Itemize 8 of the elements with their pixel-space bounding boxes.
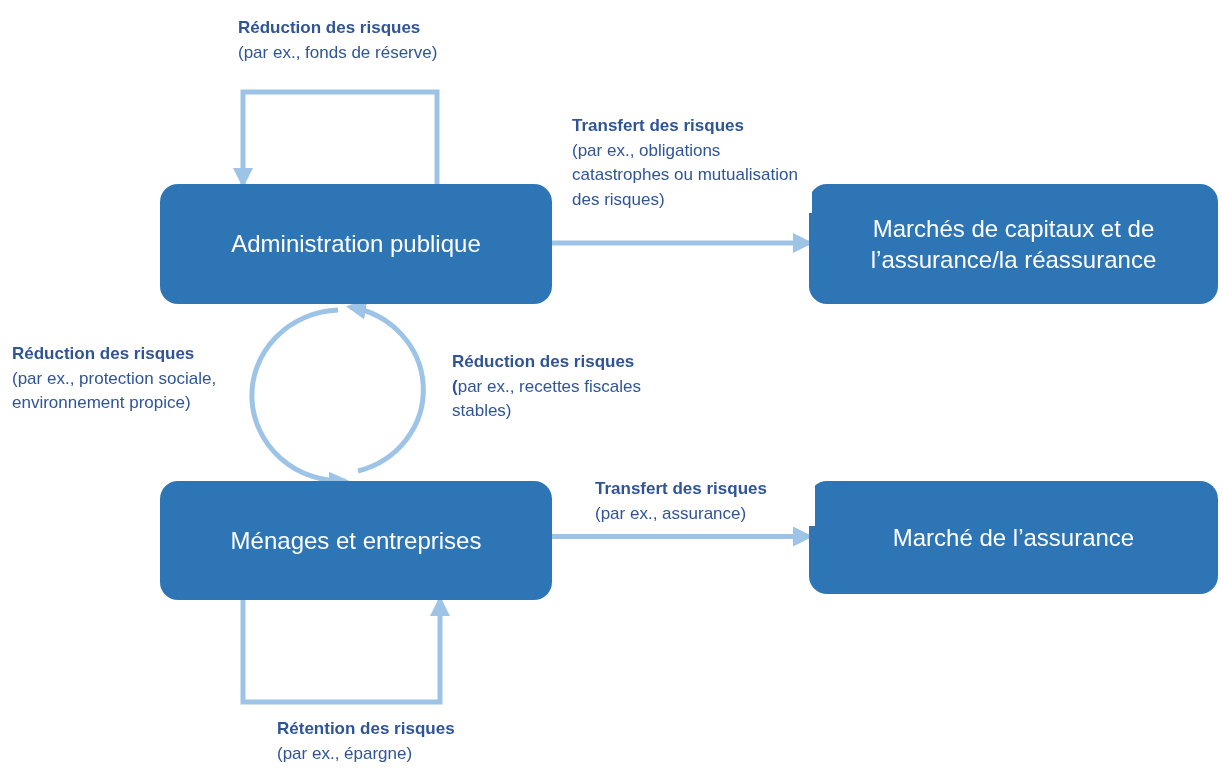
process-box bbox=[809, 481, 1218, 594]
process-box bbox=[160, 184, 552, 304]
node-label: Marché de l’assurance bbox=[892, 522, 1135, 553]
node-label: Administration publique bbox=[231, 229, 481, 260]
node-label: Marchés de capitaux et de l’assurance/la réassurance bbox=[869, 213, 1158, 275]
process-box bbox=[809, 184, 1218, 304]
process-box bbox=[160, 481, 552, 600]
node-label: Ménages et entreprises bbox=[230, 525, 482, 556]
